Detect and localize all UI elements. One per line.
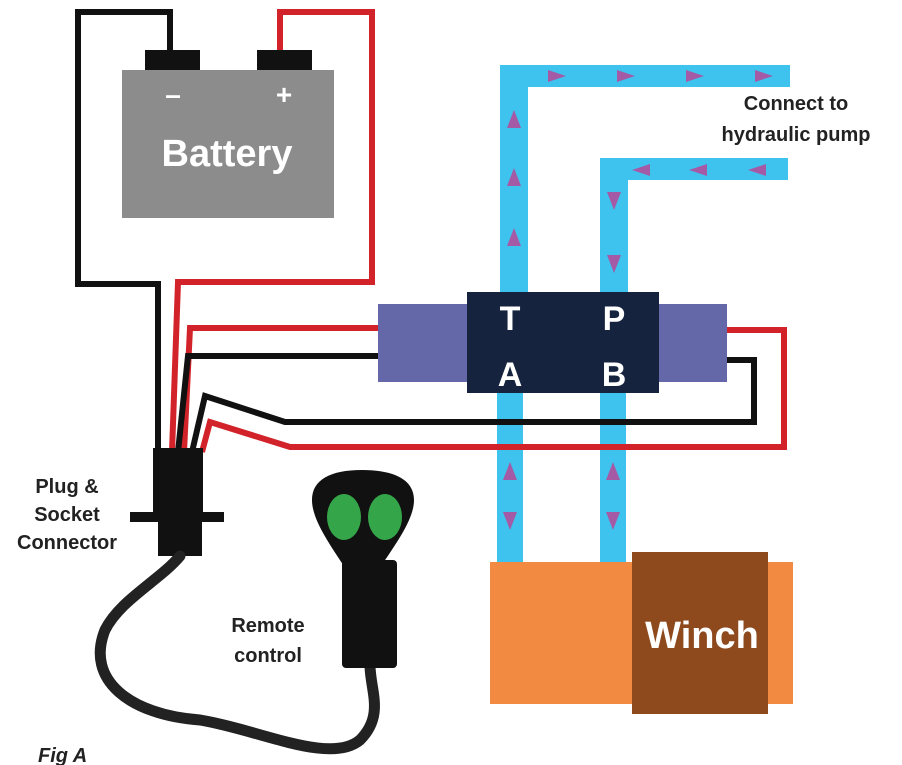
connector-flange <box>130 512 224 522</box>
flow-arrows <box>503 70 773 530</box>
battery-positive-terminal <box>257 50 312 72</box>
valve-side-right <box>655 304 727 382</box>
connector-label-line2: Socket <box>34 504 100 526</box>
flow-arrow-left <box>632 164 650 176</box>
connector-plug <box>153 448 203 514</box>
flow-arrow-up <box>507 168 521 186</box>
valve-port-b: B <box>602 356 627 394</box>
flow-arrow-right <box>686 70 704 82</box>
flow-arrow-up <box>503 462 517 480</box>
hose-t-horizontal <box>500 65 790 87</box>
remote-handle <box>342 560 397 668</box>
flow-arrow-up <box>606 462 620 480</box>
wire-battery-positive <box>169 9 375 453</box>
control-valve: T P A B <box>378 292 727 394</box>
flow-arrow-down <box>606 512 620 530</box>
battery-positive-sign: + <box>276 79 292 110</box>
flow-arrow-up <box>507 110 521 128</box>
battery-negative-terminal <box>145 50 200 72</box>
battery: – + Battery <box>122 50 334 218</box>
winch-label: Winch <box>645 615 759 657</box>
winch-drum <box>632 552 768 714</box>
electrical-wires <box>75 9 787 453</box>
valve-port-t: T <box>500 300 521 338</box>
battery-negative-sign: – <box>165 79 181 110</box>
remote-cable <box>94 550 380 755</box>
wire-valve-black <box>175 353 380 453</box>
remote-button-left <box>327 494 361 540</box>
wire-valve-red-return <box>199 327 787 453</box>
flow-arrow-down <box>607 255 621 273</box>
battery-body <box>122 70 334 218</box>
remote-label-line2: control <box>234 645 302 667</box>
valve-port-a: A <box>498 356 523 394</box>
connector-label-line3: Connector <box>17 532 117 554</box>
flow-arrow-down <box>503 512 517 530</box>
valve-side-left <box>378 304 470 382</box>
plug-socket-connector <box>130 448 224 556</box>
flow-arrow-down <box>607 192 621 210</box>
wire-valve-black-return <box>189 357 757 453</box>
wire-valve-red <box>181 325 380 453</box>
valve-body <box>467 292 659 393</box>
figure-caption: Fig A <box>38 745 87 765</box>
connector-socket <box>158 520 202 556</box>
flow-arrow-right <box>548 70 566 82</box>
flow-arrow-right <box>617 70 635 82</box>
flow-arrow-up <box>507 228 521 246</box>
flow-arrow-left <box>689 164 707 176</box>
remote-label-line1: Remote <box>231 615 304 637</box>
flow-arrow-left <box>748 164 766 176</box>
remote-button-right <box>368 494 402 540</box>
pump-label-line1: Connect to <box>744 93 848 115</box>
flow-arrow-right <box>755 70 773 82</box>
winch: Winch <box>490 552 793 714</box>
connector-label-line1: Plug & <box>35 476 98 498</box>
battery-label: Battery <box>162 133 293 175</box>
hose-p-vertical <box>600 158 628 295</box>
valve-port-p: P <box>603 300 626 338</box>
pump-label-line2: hydraulic pump <box>722 124 871 146</box>
remote-control <box>312 470 414 668</box>
wire-battery-negative <box>75 9 173 452</box>
